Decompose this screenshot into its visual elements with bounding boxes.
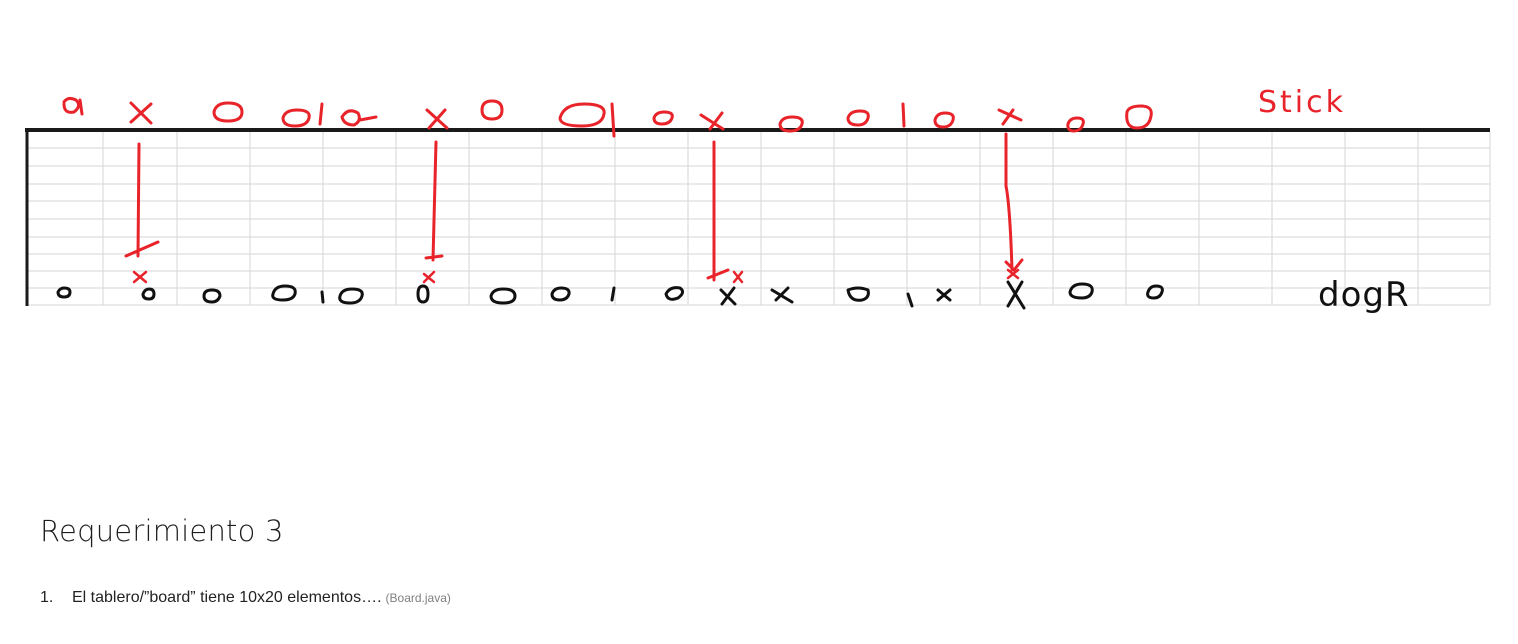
top-row-label: Stick <box>1258 85 1346 120</box>
bottom-token-o <box>416 284 430 304</box>
section-heading: Requerimiento 3 <box>40 514 284 548</box>
bottom-token-o <box>56 286 72 299</box>
landed-markers <box>132 268 1020 284</box>
bottom-token-o <box>1146 284 1164 300</box>
top-token-o <box>778 115 804 133</box>
top-token-o <box>558 102 606 128</box>
bottom-token-row <box>56 280 1164 310</box>
list-item-text: El tablero/”board” tiene 10x20 elementos… <box>72 589 382 606</box>
top-token-o <box>480 99 504 121</box>
bottom-token-x <box>1006 280 1026 310</box>
arrow-4 <box>1004 132 1024 273</box>
top-token-bar <box>901 102 906 128</box>
landed-x-icon <box>132 270 148 284</box>
bottom-token-x <box>719 286 737 306</box>
bottom-token-o <box>846 286 870 302</box>
bottom-token-o <box>1068 282 1094 300</box>
top-token-a <box>340 109 378 127</box>
top-token-bar <box>318 102 324 126</box>
bottom-token-bar <box>320 290 325 304</box>
requirements-list: 1. El tablero/”board” tiene 10x20 element… <box>40 589 451 607</box>
bottom-token-a <box>202 288 222 304</box>
top-token-o <box>281 108 311 128</box>
top-token-x <box>129 101 153 125</box>
bottom-token-o <box>550 286 571 302</box>
top-token-a <box>62 96 84 116</box>
top-token-o <box>1125 104 1153 130</box>
bottom-token-o <box>271 284 297 302</box>
bottom-token-o <box>338 287 364 305</box>
landed-x-icon <box>1006 268 1020 280</box>
top-token-x <box>699 111 725 131</box>
arrow-3 <box>706 140 730 282</box>
top-token-row <box>62 96 1153 138</box>
bottom-token-o <box>664 286 685 301</box>
bottom-token-a <box>141 287 156 301</box>
spreadsheet-grid <box>27 131 1491 306</box>
arrow-2 <box>424 140 444 262</box>
arrow-1 <box>124 142 160 258</box>
bottom-token-bar <box>610 286 616 302</box>
bottom-token-o <box>489 287 517 305</box>
list-item-note: (Board.java) <box>385 591 451 605</box>
bottom-token-bar <box>906 292 914 308</box>
top-token-o <box>652 110 674 126</box>
list-item: 1. El tablero/”board” tiene 10x20 element… <box>40 589 451 607</box>
landed-x-icon <box>732 270 744 284</box>
landed-x-icon <box>422 270 436 284</box>
top-token-o <box>212 101 244 123</box>
drop-arrows <box>124 132 1024 282</box>
bottom-token-x <box>936 288 952 302</box>
list-item-number: 1. <box>40 589 54 606</box>
bottom-token-x <box>770 286 794 304</box>
board-sketch: Stick dogR <box>25 85 1491 315</box>
top-token-o <box>1066 116 1085 133</box>
top-token-x <box>997 108 1023 126</box>
top-token-bar <box>610 102 616 138</box>
top-token-x <box>425 108 449 130</box>
top-token-o <box>933 111 955 129</box>
top-token-o <box>846 109 870 127</box>
bottom-row-label: dogR <box>1318 275 1410 315</box>
